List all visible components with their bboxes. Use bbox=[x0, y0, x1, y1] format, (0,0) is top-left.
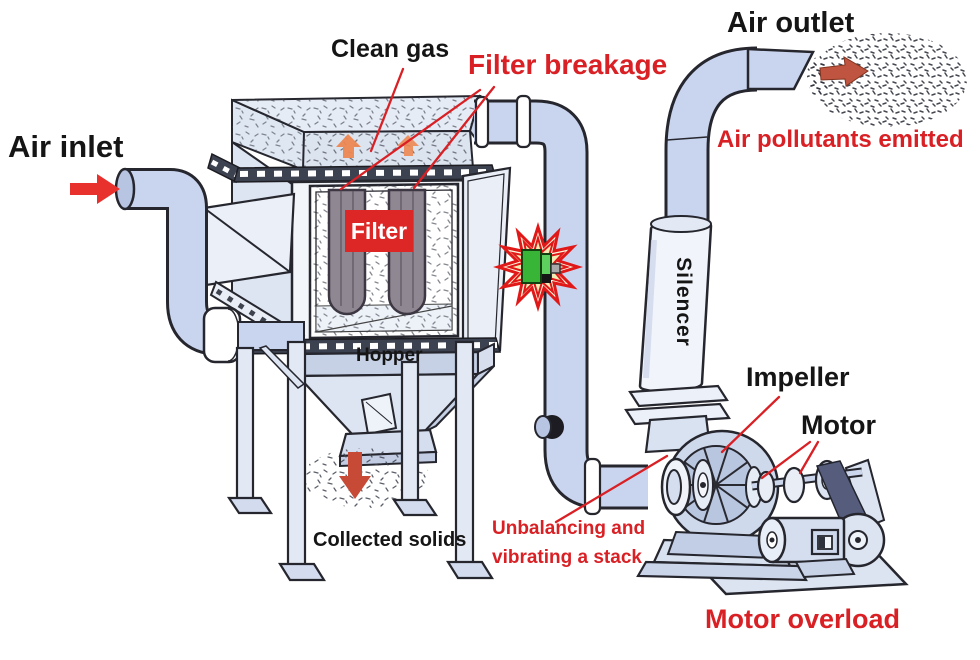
filter-badge: Filter bbox=[345, 210, 413, 252]
silencer-body bbox=[638, 215, 713, 393]
leg bbox=[226, 346, 274, 515]
label-air-pollutants-emitted: Air pollutants emitted bbox=[717, 126, 964, 153]
leg bbox=[278, 340, 326, 582]
filter-breakage-pointer-1 bbox=[339, 88, 482, 191]
label-motor: Motor bbox=[801, 410, 876, 440]
label-unbalancing-line1: Unbalancing and bbox=[492, 518, 646, 539]
label-motor-overload: Motor overload bbox=[705, 604, 901, 634]
support-legs bbox=[226, 340, 494, 582]
outlet-opening bbox=[746, 47, 816, 91]
label-air-inlet: Air inlet bbox=[8, 129, 124, 164]
pointer-lines bbox=[339, 67, 820, 524]
air-inlet-pipe bbox=[114, 167, 305, 364]
breakage-warning bbox=[493, 222, 583, 312]
pressure-sensor-icon bbox=[521, 249, 561, 284]
clean-gas-up-arrow-icon bbox=[336, 134, 419, 158]
label-impeller: Impeller bbox=[746, 362, 850, 392]
impeller-wheel bbox=[676, 445, 763, 525]
leg bbox=[391, 360, 439, 517]
fan-blower bbox=[636, 429, 909, 596]
flow-arrows bbox=[70, 56, 869, 204]
hopper-section bbox=[295, 342, 495, 508]
label-silencer: Silencer bbox=[672, 257, 696, 347]
motor-unit bbox=[751, 458, 886, 579]
label-clean-gas: Clean gas bbox=[331, 35, 450, 63]
outlet-stack bbox=[624, 46, 816, 454]
motor-pointer-1 bbox=[760, 440, 812, 480]
falling-dust-arrow-icon bbox=[339, 452, 371, 499]
label-hopper: Hopper bbox=[356, 345, 423, 366]
pipe-port-knob bbox=[534, 415, 564, 439]
inlet-arrow-icon bbox=[70, 174, 120, 204]
impeller-pointer bbox=[720, 395, 781, 454]
label-filter-breakage: Filter breakage bbox=[468, 49, 668, 80]
unbalancing-pointer bbox=[554, 454, 669, 524]
filter-bag-chamber bbox=[308, 182, 460, 340]
clean-gas-pointer bbox=[369, 67, 405, 153]
outlet-arrow-icon bbox=[819, 56, 869, 87]
label-air-outlet: Air outlet bbox=[727, 7, 855, 39]
stack-pipe bbox=[474, 94, 648, 516]
filter-breakage-pointer-2 bbox=[412, 85, 496, 190]
leg bbox=[446, 340, 494, 580]
pollutant-dust-cloud bbox=[807, 33, 967, 127]
fan-inlet-bell bbox=[660, 457, 692, 517]
access-door bbox=[461, 166, 512, 352]
clean-gas-plenum bbox=[231, 94, 493, 172]
motor-body bbox=[757, 516, 856, 579]
label-collected-solids: Collected solids bbox=[313, 529, 467, 551]
motor-pointer-2 bbox=[798, 440, 820, 475]
label-unbalancing-line2: vibrating a stack bbox=[492, 547, 642, 568]
